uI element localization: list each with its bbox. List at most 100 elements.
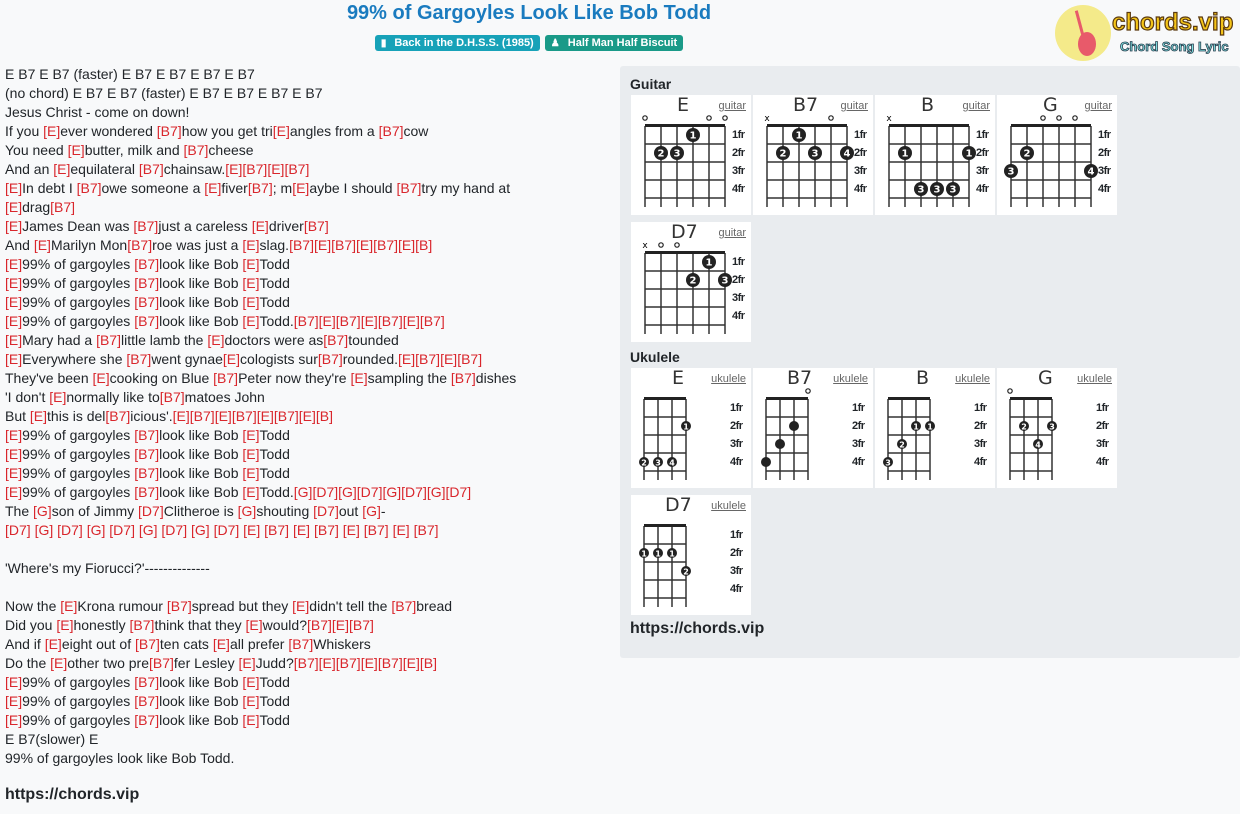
chord-link[interactable]: [B7] [134, 256, 160, 272]
chord-link[interactable]: [E] [402, 313, 420, 329]
chord-link[interactable]: [E] [5, 218, 23, 234]
instrument-link[interactable]: ukulele [955, 373, 990, 385]
chord-link[interactable]: [D7] [138, 503, 164, 519]
chord-link[interactable]: [E] [398, 237, 416, 253]
chord-link[interactable]: [B7] [105, 408, 131, 424]
chord-link[interactable]: [B7] [303, 218, 329, 234]
chord-link[interactable]: [B7] [373, 237, 399, 253]
chord-link[interactable]: [D7] [312, 484, 339, 500]
chord-link[interactable]: [E] [204, 180, 222, 196]
chord-link[interactable]: [G] [293, 484, 313, 500]
chord-link[interactable]: [B7] [166, 598, 192, 614]
chord-link[interactable]: [B7] [134, 712, 160, 728]
chord-link[interactable]: [E] [214, 408, 232, 424]
chord-link[interactable]: [E] [44, 636, 62, 652]
chord-link[interactable]: [B7] [159, 389, 185, 405]
chord-link[interactable]: [E] [5, 465, 23, 481]
chord-link[interactable]: [B7] [335, 655, 361, 671]
chord-link[interactable]: [E] [5, 256, 23, 272]
chord-link[interactable]: [B7] [189, 408, 215, 424]
instrument-link[interactable]: ukulele [711, 500, 746, 512]
chord-link[interactable]: [B7] [134, 446, 160, 462]
instrument-link[interactable]: guitar [1084, 100, 1112, 112]
chord-link[interactable]: [E] [5, 180, 23, 196]
instrument-link[interactable]: ukulele [711, 373, 746, 385]
chord-link[interactable]: [E] [212, 636, 230, 652]
chord-link[interactable]: [B] [315, 408, 333, 424]
chord-link[interactable]: [D7] [213, 522, 240, 538]
chord-link[interactable]: [E] [5, 294, 23, 310]
chord-link[interactable]: [D7] [109, 522, 135, 538]
chord-link[interactable]: [E] [50, 655, 68, 671]
chord-link[interactable]: [B7] [323, 332, 349, 348]
chord-link[interactable]: [E] [5, 427, 23, 443]
chord-link[interactable]: [E] [60, 598, 78, 614]
chord-link[interactable]: [B7] [247, 180, 273, 196]
chord-link[interactable]: [B7] [273, 408, 299, 424]
chord-link[interactable]: [B7] [135, 636, 160, 652]
chord-link[interactable]: [D7] [445, 484, 472, 500]
chord-link[interactable]: [B7] [134, 465, 160, 481]
chord-link[interactable]: [E] [242, 237, 260, 253]
chord-link[interactable]: [G] [34, 522, 54, 538]
chord-link[interactable]: [D7] [356, 484, 383, 500]
chord-link[interactable]: [B7] [293, 313, 319, 329]
chord-link[interactable]: [B7] [148, 655, 174, 671]
album-badge[interactable]: ▮Back in the D.H.S.S. (1985) [374, 35, 540, 51]
chord-link[interactable]: [B7] [293, 655, 319, 671]
chord-link[interactable]: [E] [43, 123, 61, 139]
chord-link[interactable]: [D7] [313, 503, 339, 519]
chord-link[interactable]: [B7] [419, 313, 445, 329]
chord-link[interactable]: [E] [242, 712, 260, 728]
instrument-link[interactable]: guitar [718, 100, 746, 112]
chord-link[interactable]: [E] [342, 522, 360, 538]
chord-link[interactable]: [B7] [50, 199, 76, 215]
chord-link[interactable]: [E] [242, 256, 260, 272]
chord-link[interactable]: [E] [392, 522, 410, 538]
chord-link[interactable]: [B7] [183, 142, 209, 158]
chord-link[interactable]: [G] [237, 503, 257, 519]
chord-link[interactable]: [E] [267, 161, 285, 177]
chord-link[interactable]: [D7] [161, 522, 188, 538]
chord-link[interactable]: [B7] [134, 693, 160, 709]
chord-link[interactable]: [E] [242, 427, 260, 443]
chord-link[interactable]: [E] [360, 655, 378, 671]
chord-link[interactable]: [E] [5, 332, 23, 348]
chord-link[interactable]: [E] [222, 351, 241, 367]
chord-link[interactable]: [B7] [307, 617, 332, 633]
chord-link[interactable]: [B7] [317, 351, 343, 367]
chord-link[interactable]: [E] [350, 370, 368, 386]
chord-link[interactable]: [B7] [242, 161, 268, 177]
chord-link[interactable]: [B7] [126, 351, 152, 367]
chord-link[interactable]: [E] [242, 465, 260, 481]
chord-link[interactable]: [E] [225, 161, 243, 177]
chord-link[interactable]: [B7] [134, 674, 160, 690]
chord-link[interactable]: [E] [49, 389, 67, 405]
chord-link[interactable]: [E] [292, 522, 311, 538]
chord-link[interactable]: [G] [426, 484, 446, 500]
chord-link[interactable]: [B7] [313, 522, 339, 538]
chord-link[interactable]: [B7] [134, 294, 160, 310]
chord-link[interactable]: [E] [256, 408, 274, 424]
chord-link[interactable]: [B7] [133, 218, 159, 234]
artist-badge[interactable]: ♟Half Man Half Biscuit [544, 35, 684, 51]
chord-link[interactable]: [B7] [134, 313, 160, 329]
chord-link[interactable]: [E] [242, 275, 260, 291]
chord-link[interactable]: [G] [191, 522, 210, 538]
chord-link[interactable]: [G] [362, 503, 381, 519]
chord-link[interactable]: [E] [318, 655, 336, 671]
chord-link[interactable]: [E] [242, 674, 260, 690]
chord-link[interactable]: [B7] [138, 161, 164, 177]
instrument-link[interactable]: ukulele [1077, 373, 1112, 385]
chord-link[interactable]: [B7] [284, 161, 310, 177]
chord-link[interactable]: [E] [245, 617, 263, 633]
chord-link[interactable]: [B7] [134, 275, 160, 291]
chord-link[interactable]: [E] [242, 693, 260, 709]
chord-link[interactable]: [E] [242, 313, 260, 329]
chord-link[interactable]: [E] [238, 655, 256, 671]
chord-link[interactable]: [E] [29, 408, 48, 424]
panel-link[interactable]: https://chords.vip [630, 620, 765, 637]
